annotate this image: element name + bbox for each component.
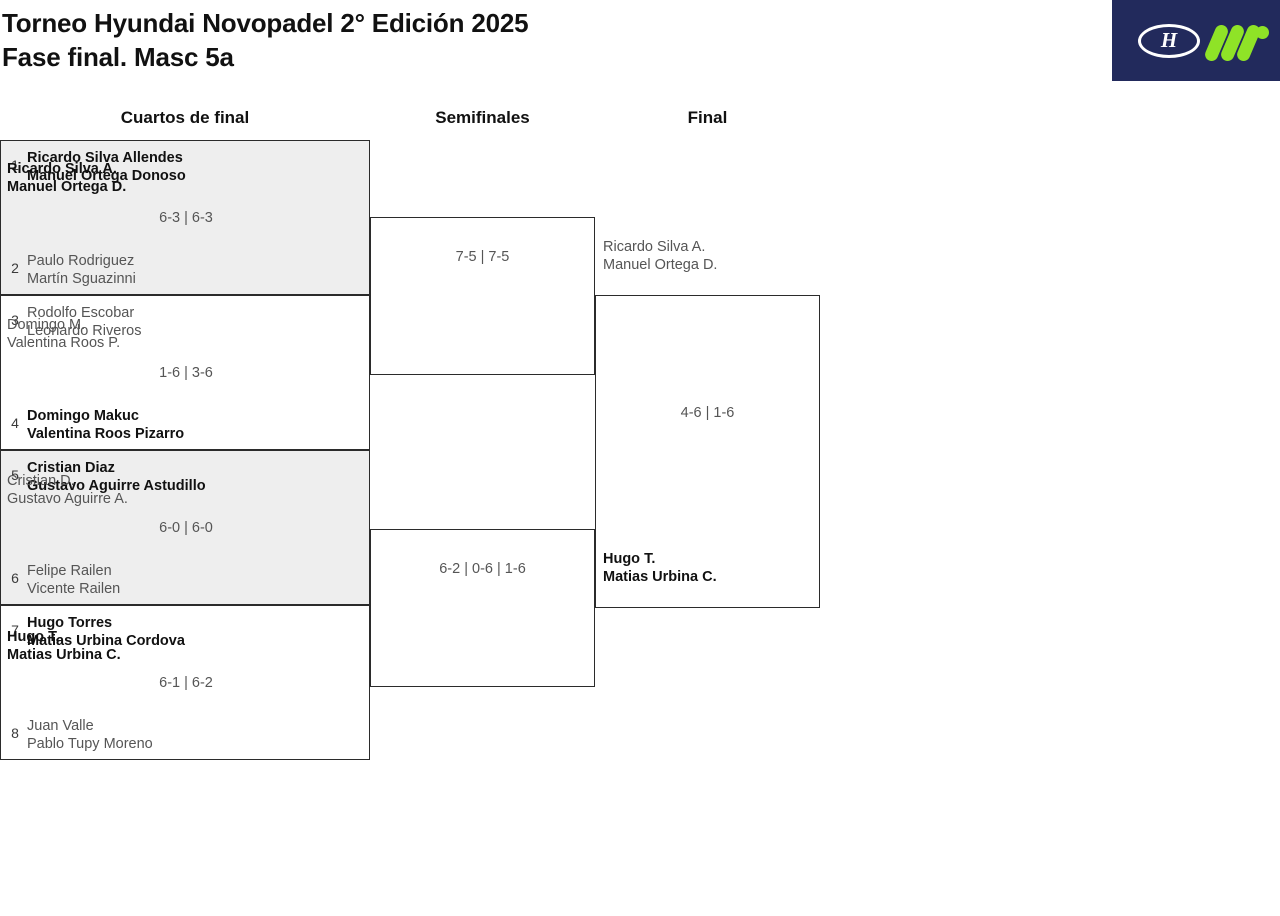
player-name: Cristian D. [7,473,75,489]
seed-number: 2 [11,260,19,276]
match-score: 7-5 | 7-5 [455,249,510,265]
player-name: Rodolfo Escobar [27,305,135,321]
player-name: Manuel Ortega Donoso [27,168,186,184]
player-name: Hugo T. [603,551,656,567]
player-name: Matias Urbina C. [7,647,121,663]
player-name: Gustavo Aguirre A. [7,491,128,507]
match-score: 6-0 | 6-0 [159,520,213,536]
team-entry[interactable]: Ricardo Silva A. Manuel Ortega D. [7,160,221,196]
team-entry[interactable]: Cristian Diaz Gustavo Aguirre Astudillo [27,459,357,495]
team-entry[interactable]: Hugo Torres Matias Urbina Cordova [27,614,357,650]
seed-number: 5 [11,467,19,483]
player-name: Domingo Makuc [27,408,139,424]
page-title: Torneo Hyundai Novopadel 2° Edición 2025… [2,6,1092,74]
seed-number: 4 [11,415,19,431]
seed-number: 8 [11,725,19,741]
player-name: Manuel Ortega D. [7,179,127,195]
match-card-quarterfinal-2[interactable]: 3 Rodolfo Escobar Leonardo Riveros 1-6 |… [0,295,370,450]
hyundai-h-icon: H [1160,28,1178,52]
match-score: 1-6 | 3-6 [159,365,213,381]
round-heading-final: Final [687,108,728,127]
logo-inner: H [1112,0,1280,81]
hyundai-oval-icon [1138,24,1200,58]
team-entry[interactable]: Paulo Rodriguez Martín Sguazinni [27,252,357,288]
player-name: Felipe Railen [27,563,112,579]
page-header: Torneo Hyundai Novopadel 2° Edición 2025… [0,0,1280,82]
player-name: Domingo M. [7,317,86,333]
player-name: Leonardo Riveros [27,323,142,339]
player-name: Martín Sguazinni [27,271,136,287]
round-heading-semifinals: Semifinales [435,108,530,127]
team-entry[interactable]: Cristian D. Gustavo Aguirre A. [7,472,221,508]
seed-number: 1 [11,157,19,173]
player-name: Juan Valle [27,718,94,734]
player-name: Matias Urbina Cordova [27,633,185,649]
player-name: Ricardo Silva A. [603,239,706,255]
player-name: Manuel Ortega D. [603,257,718,273]
player-name: Matias Urbina C. [603,569,717,585]
player-name: Valentina Roos P. [7,335,121,351]
match-score: 6-2 | 0-6 | 1-6 [439,561,526,577]
player-name: Hugo T. [7,629,60,645]
seed-number: 3 [11,312,19,328]
team-entry[interactable]: Ricardo Silva A. Manuel Ortega D. [603,238,817,274]
team-entry[interactable]: Hugo T. Matias Urbina C. [603,550,817,586]
match-card-quarterfinal-1[interactable]: 1 Ricardo Silva Allendes Manuel Ortega D… [0,140,370,295]
player-name: Pablo Tupy Moreno [27,736,153,752]
player-name: Hugo Torres [27,615,113,631]
novopadel-dot-icon [1256,26,1269,39]
player-name: Cristian Diaz [27,460,115,476]
player-name: Valentina Roos Pizarro [27,426,185,442]
match-card-semifinal-1[interactable] [370,217,595,375]
tournament-subtitle: Fase final. Masc 5a [2,42,234,72]
team-entry[interactable]: Domingo M. Valentina Roos P. [7,316,221,352]
player-name: Ricardo Silva Allendes [27,150,183,166]
seed-number: 7 [11,622,19,638]
player-name: Ricardo Silva A. [7,161,117,177]
team-entry[interactable]: Ricardo Silva Allendes Manuel Ortega Don… [27,149,357,185]
match-card-final[interactable] [595,295,820,608]
team-entry[interactable]: Juan Valle Pablo Tupy Moreno [27,717,357,753]
player-name: Paulo Rodriguez [27,253,135,269]
sponsor-logo-banner: H [1112,0,1280,81]
team-entry[interactable]: Felipe Railen Vicente Railen [27,562,357,598]
tournament-title: Torneo Hyundai Novopadel 2° Edición 2025 [2,8,529,38]
round-heading-quarterfinals: Cuartos de final [120,108,250,127]
team-entry[interactable]: Hugo T. Matias Urbina C. [7,628,221,664]
match-card-quarterfinal-3[interactable]: 5 Cristian Diaz Gustavo Aguirre Astudill… [0,450,370,605]
seed-number: 6 [11,570,19,586]
player-name: Gustavo Aguirre Astudillo [27,478,206,494]
match-card-semifinal-2[interactable] [370,529,595,687]
team-entry[interactable]: Domingo Makuc Valentina Roos Pizarro [27,407,357,443]
match-score: 4-6 | 1-6 [680,405,735,421]
match-card-quarterfinal-4[interactable]: 7 Hugo Torres Matias Urbina Cordova 6-1 … [0,605,370,760]
player-name: Vicente Railen [27,581,121,597]
match-score: 6-3 | 6-3 [159,210,213,226]
team-entry[interactable]: Rodolfo Escobar Leonardo Riveros [27,304,357,340]
match-score: 6-1 | 6-2 [159,675,213,691]
